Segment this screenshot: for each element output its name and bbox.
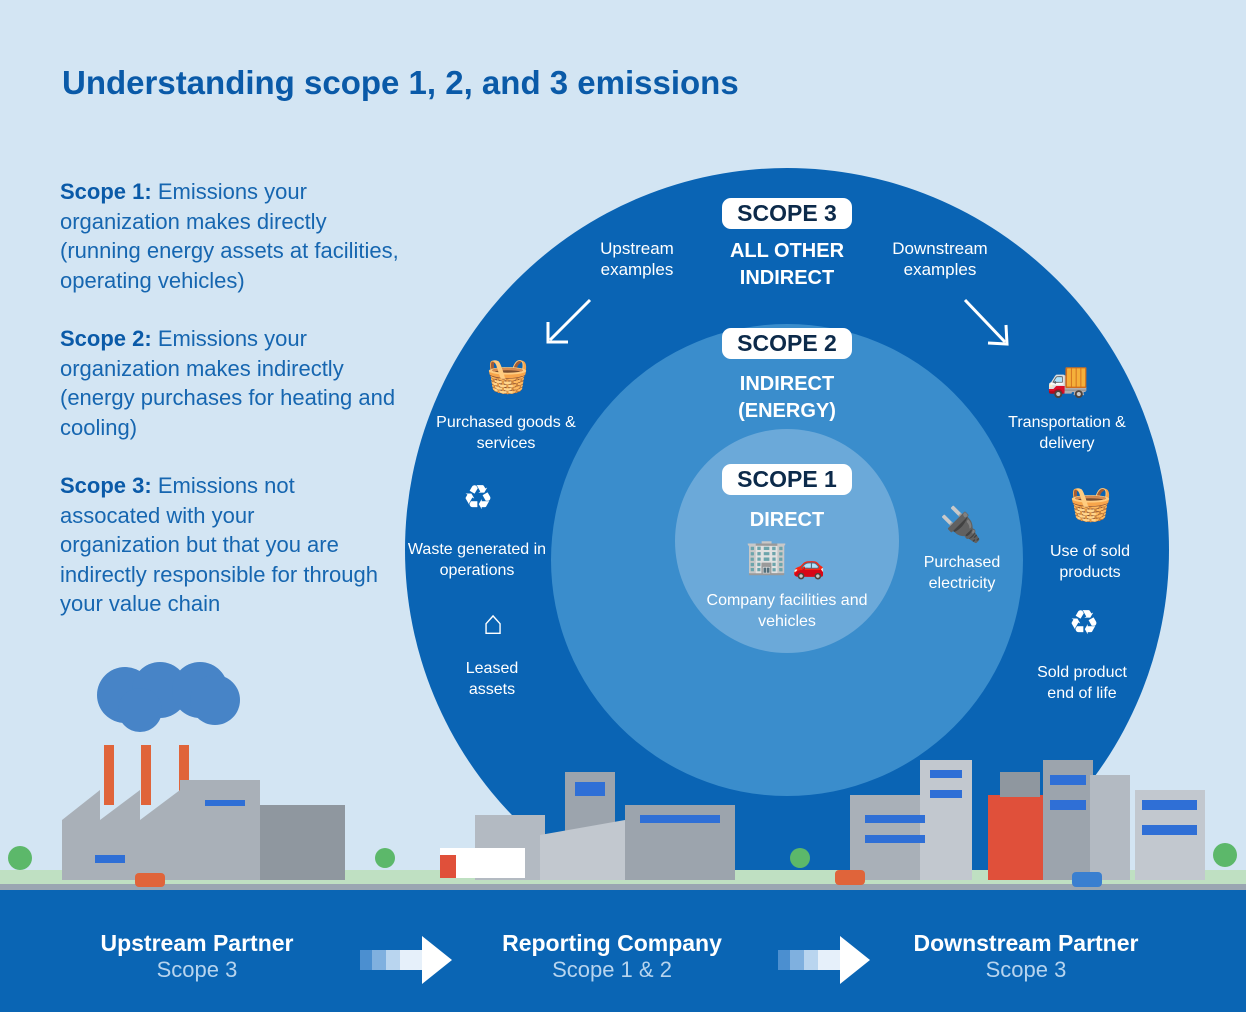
smoke-cloud-icon [97,662,240,732]
scope2-heading-line1: INDIRECT [739,373,835,395]
purchased-electricity-label: Purchased electricity [923,554,1001,592]
upstream-partner-scope: Scope 3 [156,957,238,982]
scope3-heading-line2: INDIRECT [739,267,835,289]
scope2-heading: INDIRECT (ENERGY) [687,371,887,425]
downstream-partner-name: Downstream Partner [913,930,1139,956]
use-of-sold-products-label: Use of sold products [1049,543,1131,581]
recycle-bin-icon: ♻ [462,479,494,517]
shopping-basket-icon: 🧺 [486,357,530,395]
flow-arrow-icon [778,936,870,984]
scope2-label: Scope 2: [60,326,152,351]
downstream-arrow-icon [963,298,1009,346]
scope2-badge: SCOPE 2 [722,328,852,359]
scope1-heading: DIRECT [749,509,825,531]
value-chain-band [0,890,1246,1012]
downstream-examples-label: Downstream examples [892,239,988,279]
sold-product-end-of-life-label: Sold product end of life [1037,664,1127,702]
reporting-company-scope: Scope 1 & 2 [552,957,672,982]
scope3-text: Emissions not assocated with your organi… [60,473,378,616]
building-icon: 🏢 [745,538,789,576]
downstream-partner-scope: Scope 3 [985,957,1067,982]
page-title: Understanding scope 1, 2, and 3 emission… [62,64,739,101]
car-icon: 🚗 [792,550,826,580]
recycle-bin-icon: ♻ [1068,604,1100,642]
scope3-definition: Scope 3: Emissions not assocated with yo… [60,471,380,619]
leased-assets-label: Leased assets [465,660,519,698]
transportation-label: Transportation & delivery [1008,414,1126,452]
scope2-text: Emissions your organization makes indire… [60,326,396,440]
shopping-basket-icon: 🧺 [1069,485,1113,523]
scope1-definition: Scope 1: Emissions your organization mak… [60,177,400,295]
scope3-heading: ALL OTHER INDIRECT [687,238,887,292]
scope1-label: Scope 1: [60,179,152,204]
scope1-text: Emissions your organization makes direct… [60,179,399,293]
upstream-arrow-icon [546,298,592,344]
scope3-heading-line1: ALL OTHER [729,240,845,262]
upstream-partner-name: Upstream Partner [100,930,294,956]
scope3-label: Scope 3: [60,473,152,498]
upstream-examples-label: Upstream examples [600,239,674,279]
company-facilities-label: Company facilities and vehicles [706,592,868,630]
reporting-company-name: Reporting Company [502,930,722,956]
scope2-heading-line2: (ENERGY) [738,400,836,422]
scope2-definition: Scope 2: Emissions your organization mak… [60,324,400,442]
waste-generated-label: Waste generated in operations [407,541,547,579]
house-icon: ⌂ [482,604,504,642]
plug-icon: 🔌 [939,506,983,544]
scope1-badge: SCOPE 1 [722,464,852,495]
scope3-badge: SCOPE 3 [722,198,852,229]
truck-icon: 🚚 [1046,361,1090,399]
purchased-goods-label: Purchased goods & services [436,414,576,452]
flow-arrow-icon [360,936,452,984]
city-skyline [0,745,1246,890]
